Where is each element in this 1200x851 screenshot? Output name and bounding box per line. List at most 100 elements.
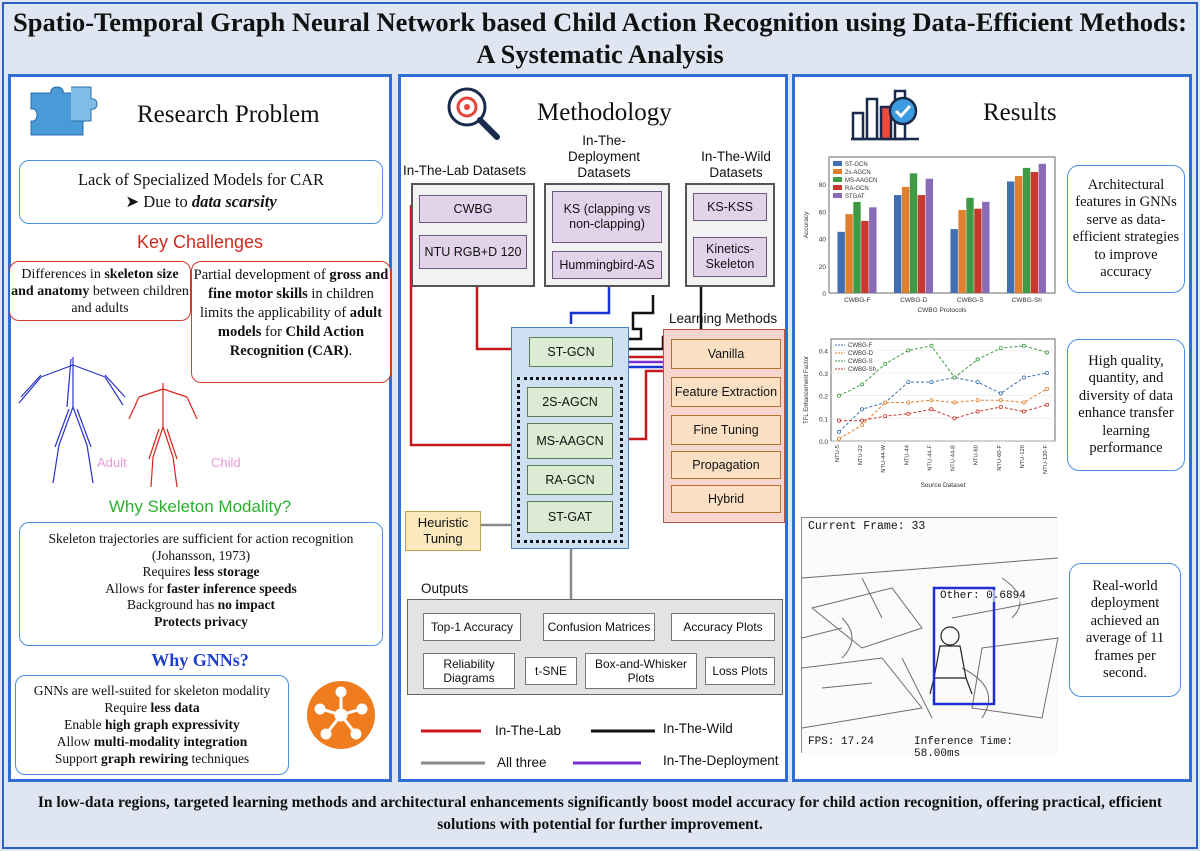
line-xtick-label: NTU-120-F <box>1043 445 1049 474</box>
bar-2s-AGCN-CWBG-D <box>901 186 910 293</box>
gnn1: GNNs are well-suited for skeleton modali… <box>33 683 271 698</box>
lack-line1: Lack of Specialized Models for CAR <box>77 170 325 189</box>
line-point-CWBG-F <box>1044 371 1049 376</box>
lab-datasets-box: CWBG NTU RGB+D 120 <box>411 183 535 287</box>
sp1: faster inference speeds <box>166 580 297 596</box>
bar-MS-AAGCN-CWBG-D <box>909 173 918 293</box>
learning-methods-heading: Learning Methods <box>669 311 778 326</box>
line-ylabel: TFL Enhancement Factor <box>804 356 810 424</box>
output-loss: Loss Plots <box>705 657 775 685</box>
lab-heading: In-The-Lab Datasets <box>403 163 527 178</box>
c2c: in children limits the applicability of <box>199 286 374 321</box>
line-xtick-label: NTU-60 <box>974 445 980 465</box>
line-point-CWBG-Sh <box>906 411 911 416</box>
sb1: no impact <box>217 597 276 612</box>
skel-line2: (Johansson, 1973) <box>151 547 251 563</box>
graph-network-icon <box>307 681 375 749</box>
model-st-gat: ST-GAT <box>527 501 613 533</box>
methodology-panel: Methodology In-The-Lab Datasets In-The-D… <box>398 74 788 782</box>
method-propagation: Propagation <box>671 451 781 479</box>
method-hybrid: Hybrid <box>671 485 781 513</box>
bar-STGAT-CWBG-F <box>869 207 877 293</box>
dataset-ks: KS (clapping vs non-clapping) <box>552 191 662 243</box>
detection-label: Other: 0.6894 <box>940 590 1026 602</box>
results-heading: Results <box>983 99 1057 126</box>
c2d: adult models <box>217 305 383 340</box>
line-point-CWBG-Sh <box>1044 402 1049 407</box>
lack-of-models-box: Lack of Specialized Models for CAR ➤ Due… <box>19 160 383 224</box>
bar-STGAT-CWBG-D <box>925 178 934 293</box>
model-stgcn: ST-GCN <box>529 337 613 367</box>
bar-2s-AGCN-CWBG-S <box>958 210 966 293</box>
result-text-2: High quality, quantity, and diversity of… <box>1067 339 1185 471</box>
line-point-CWBG-D <box>1044 386 1049 391</box>
line-plot-area <box>830 338 1056 442</box>
output-reliability: Reliability Diagrams <box>423 653 515 689</box>
line-ytick-label: 0.0 <box>819 439 828 446</box>
line-point-CWBG-F <box>998 391 1003 396</box>
child-label: Child <box>211 455 241 470</box>
inference-time-label: Inference Time: 58.00ms <box>914 736 1014 760</box>
line-point-CWBG-S <box>1021 343 1026 348</box>
bar-legend-label: STGAT <box>845 194 865 200</box>
gnn4: Allow multi-modality integration <box>16 733 288 750</box>
lack-emph: data scarsity <box>191 192 277 211</box>
line-ytick-label: 0.3 <box>819 371 828 378</box>
line-legend-label: CWBG-Sh <box>848 367 876 373</box>
bar-xtick-label: CWBG-F <box>844 297 870 304</box>
line-point-CWBG-D <box>929 398 934 403</box>
lack-prefix: ➤ Due to <box>125 192 192 211</box>
sb0: Background has <box>126 597 218 612</box>
bar-ytick-label: 80 <box>819 182 827 189</box>
wild-heading: In-The-Wild Datasets <box>701 149 771 180</box>
deployment-scene <box>801 518 1059 754</box>
bar-legend-swatch <box>833 193 842 198</box>
line-point-CWBG-Sh <box>860 418 865 423</box>
poster-footer: In low-data regions, targeted learning m… <box>37 794 1163 833</box>
skeleton-reasons-box: Skeleton trajectories are sufficient for… <box>19 522 383 646</box>
line-point-CWBG-D <box>975 398 980 403</box>
line-point-CWBG-D <box>1021 400 1026 405</box>
outputs-heading: Outputs <box>421 581 469 596</box>
line-ytick-label: 0.1 <box>819 416 828 423</box>
bar-legend-swatch <box>833 169 842 174</box>
line-point-CWBG-Sh <box>929 407 934 412</box>
bar-legend-label: RA-GCN <box>845 186 869 192</box>
heuristic-tuning-box: Heuristic Tuning <box>405 511 481 551</box>
bar-RA-GCN-CWBG-S <box>974 208 982 293</box>
bar-ST-GCN-CWBG-S <box>950 229 958 293</box>
line-point-CWBG-D <box>883 400 888 405</box>
bar-RA-GCN-CWBG-D <box>917 195 926 293</box>
line-legend-label: CWBG-S <box>848 359 873 365</box>
line-xtick-label: NTU-22 <box>858 445 864 465</box>
line-point-CWBG-F <box>860 407 865 412</box>
bar-legend-swatch <box>833 185 842 190</box>
line-point-CWBG-F <box>906 380 911 385</box>
model-2s-agcn: 2S-AGCN <box>527 387 613 417</box>
g4a: Allow <box>56 734 94 749</box>
bar-RA-GCN-CWBG-F <box>861 220 869 293</box>
bar-legend-label: MS-AAGCN <box>845 178 877 184</box>
line-series-CWBG-D <box>838 388 1048 440</box>
c2b: gross and fine motor skills <box>208 267 389 302</box>
line-point-CWBG-F <box>929 380 934 385</box>
fps-label: FPS: 17.24 <box>808 736 875 748</box>
bar-RA-GCN-CWBG-Sh <box>1030 171 1039 293</box>
legend-wild: In-The-Wild <box>663 721 733 736</box>
line-point-CWBG-D <box>906 400 911 405</box>
bar-2s-AGCN-CWBG-Sh <box>1014 176 1023 293</box>
sp0: Allows for <box>105 580 167 596</box>
bar-xtick-label: CWBG-S <box>957 297 984 304</box>
skel-bg: Background has no impact <box>20 597 382 614</box>
line-xlabel: Source Dataset <box>921 482 966 489</box>
line-series-CWBG-Sh <box>839 404 1048 422</box>
line-point-CWBG-S <box>860 382 865 387</box>
legend-deploy: In-The-Deployment <box>663 753 779 768</box>
line-ytick-label: 0.2 <box>819 394 828 401</box>
gnn-reasons-box: GNNs are well-suited for skeleton modali… <box>15 675 289 775</box>
line-point-CWBG-S <box>837 393 842 398</box>
research-problem-panel: Research Problem Lack of Specialized Mod… <box>8 74 392 782</box>
bar-ST-GCN-CWBG-Sh <box>1006 181 1015 293</box>
gnn2: Require less data <box>16 699 288 716</box>
